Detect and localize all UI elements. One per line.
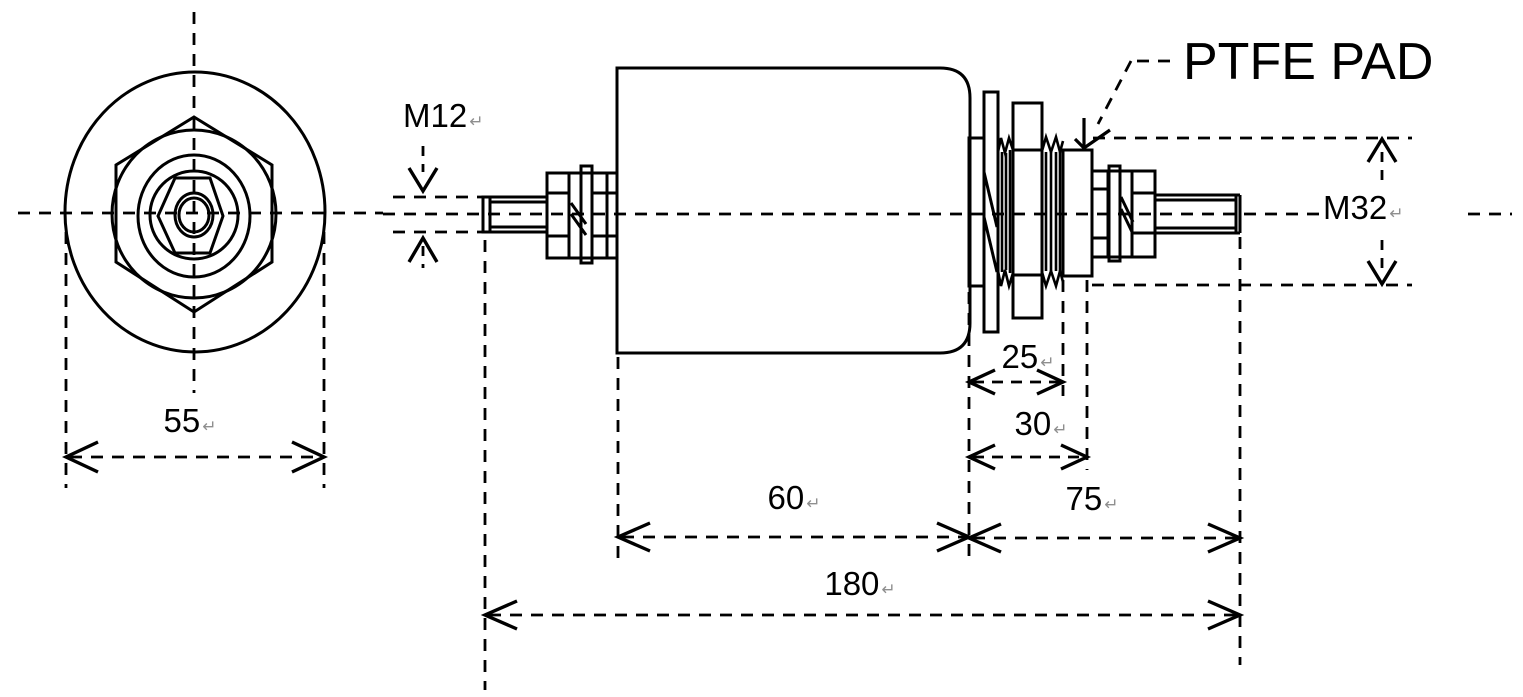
inner-chamfer-circle (148, 169, 240, 261)
ptfe-pad-label: PTFE PAD (1183, 36, 1433, 88)
left-shaft (481, 195, 547, 234)
dim-m32 (1092, 135, 1412, 288)
m32-label: M32 ↵ (1323, 191, 1403, 224)
chamfer-circle (110, 128, 278, 300)
dim-25-text: 25 (1001, 338, 1039, 375)
dim-75-label: 75 ↵ (1066, 482, 1119, 515)
arrowhead-right (291, 440, 329, 474)
return-mark: ↵ (1389, 204, 1404, 223)
arrowhead-up (407, 234, 439, 263)
thread-section-right (1040, 132, 1065, 291)
return-mark: ↵ (1053, 420, 1068, 439)
right-washer (1107, 164, 1122, 263)
m32-nut (1011, 101, 1044, 320)
dim-180-text: 180 (824, 565, 880, 602)
arrowhead-down (407, 167, 439, 195)
lock-washer-mark (1119, 208, 1135, 235)
ptfe-leader (1073, 59, 1170, 151)
right-shaft (1155, 193, 1242, 235)
extension-lines (483, 237, 1242, 690)
dim-75-text: 75 (1065, 480, 1103, 517)
arrowhead-down (1366, 260, 1398, 288)
dim-55-text: 55 (163, 402, 201, 439)
mounting-plate (982, 90, 1000, 334)
outer-circle (63, 70, 327, 354)
ptfe-pad-text: PTFE PAD (1183, 33, 1434, 91)
dim-75 (964, 522, 1245, 554)
right-lock-nut (1090, 164, 1157, 263)
dim-30 (964, 443, 1092, 471)
end-view (18, 12, 383, 393)
lock-washer-mark (569, 202, 588, 225)
dim-25 (964, 368, 1068, 396)
dim-60-label: 60 ↵ (768, 481, 821, 514)
return-mark: ↵ (202, 417, 217, 436)
dim-180 (480, 599, 1245, 631)
dim-60-text: 60 (767, 479, 805, 516)
return-mark: ↵ (469, 112, 484, 131)
return-mark: ↵ (1104, 495, 1119, 514)
lock-washer-mark (569, 213, 588, 236)
bore-outer (173, 191, 215, 239)
dim-25-label: 25 ↵ (1002, 340, 1055, 373)
m12-label: M12 ↵ (403, 99, 483, 132)
lock-washer-mark (982, 171, 999, 228)
arrowhead-left (61, 440, 99, 474)
dim-55-label: 55 ↵ (164, 404, 217, 437)
lock-washer-mark (982, 216, 999, 273)
dim-55 (61, 232, 329, 488)
dim-180-label: 180 ↵ (824, 567, 895, 600)
thread-section-left (996, 133, 1015, 291)
return-mark: ↵ (806, 494, 821, 513)
dim-30-text: 30 (1014, 405, 1052, 442)
arrowhead-up (1366, 135, 1398, 163)
dim-30-label: 30 ↵ (1015, 407, 1068, 440)
return-mark: ↵ (881, 580, 896, 599)
dim-60 (613, 521, 974, 553)
inner-hexagon (156, 176, 225, 255)
outer-hexagon (114, 115, 274, 314)
return-mark: ↵ (1040, 353, 1055, 372)
leader-arrowhead (1073, 128, 1111, 151)
m12-text: M12 (403, 97, 468, 134)
middle-circle (136, 153, 252, 279)
lock-washer-mark (1119, 196, 1135, 223)
m32-text: M32 (1323, 189, 1388, 226)
dim-m12 (393, 146, 483, 268)
roller-body (615, 66, 972, 355)
bore-inner (177, 196, 211, 234)
